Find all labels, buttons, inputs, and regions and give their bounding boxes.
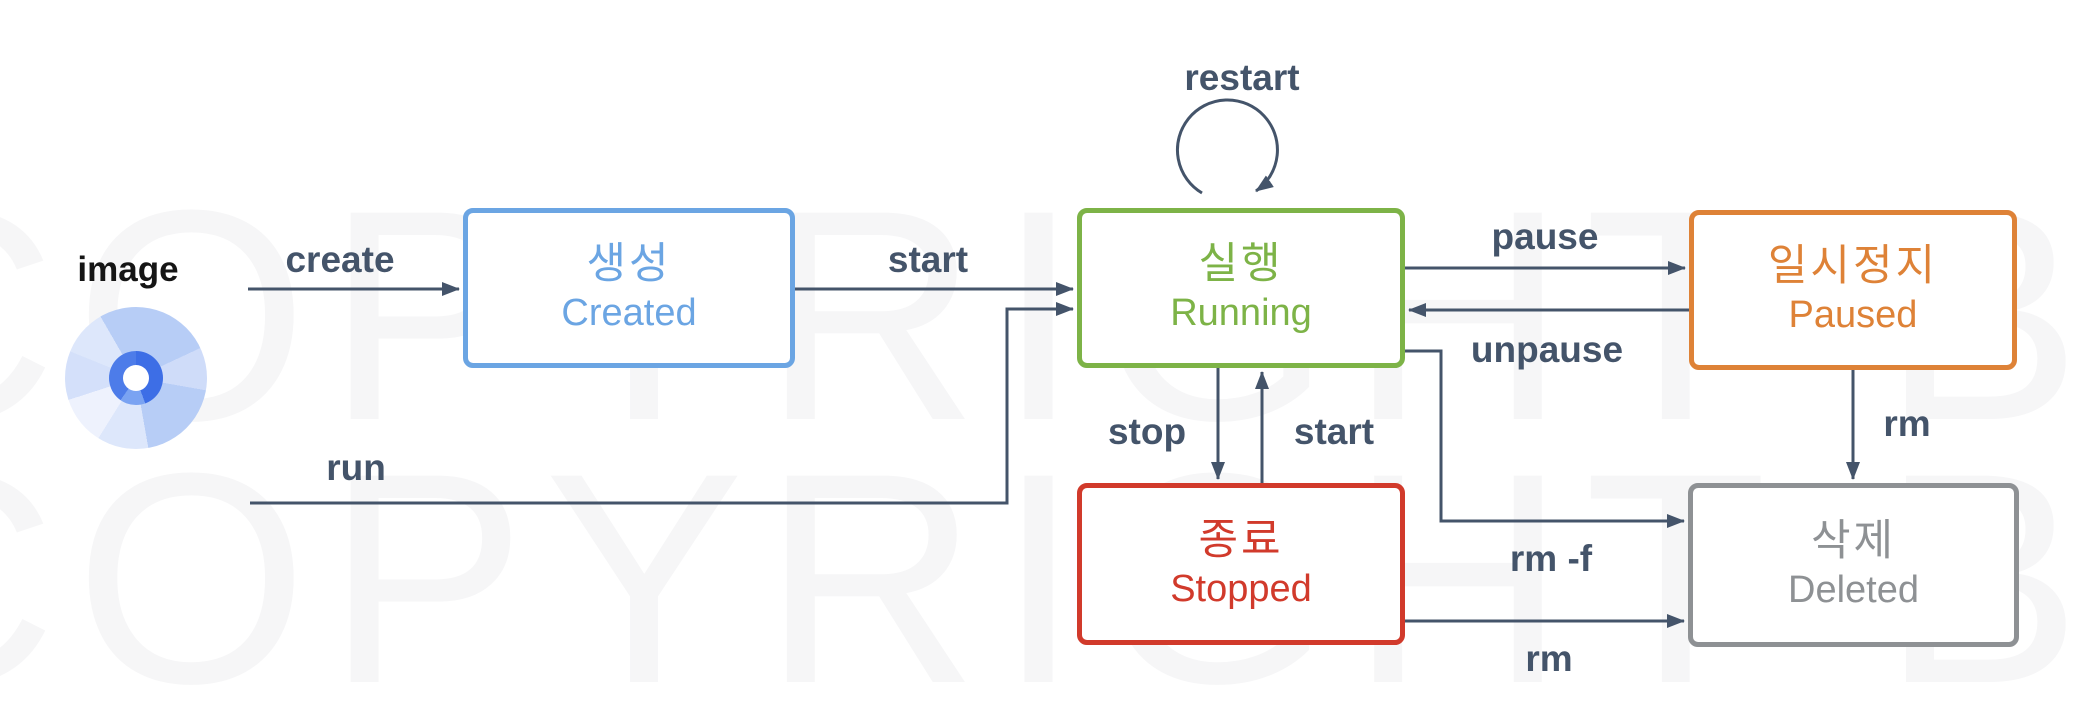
transition-label-stop: stop — [1107, 411, 1187, 452]
state-box-paused: 일시정지 Paused — [1689, 210, 2017, 370]
edge-restart-loop — [1175, 98, 1279, 195]
state-name-english: Created — [561, 291, 697, 334]
state-name-english: Deleted — [1788, 568, 1919, 611]
state-name-korean: 일시정지 — [1767, 242, 1939, 291]
state-name-english: Stopped — [1170, 567, 1312, 610]
image-label: image — [77, 250, 179, 289]
state-name-korean: 실행 — [1198, 240, 1284, 289]
edge-rm-force — [1405, 349, 1685, 528]
transition-label-unpause: unpause — [1470, 329, 1624, 370]
transition-label-create: create — [285, 239, 395, 280]
transition-label-restart: restart — [1184, 57, 1300, 98]
disk-hole — [123, 365, 149, 391]
state-box-running: 실행 Running — [1077, 208, 1405, 368]
transition-label-rm-force: rm -f — [1509, 538, 1593, 579]
state-box-created: 생성 Created — [463, 208, 795, 368]
state-box-stopped: 종료 Stopped — [1077, 483, 1405, 645]
transition-label-rm-paused: rm — [1883, 403, 1931, 444]
transition-label-run: run — [326, 447, 386, 488]
state-name-english: Paused — [1788, 293, 1918, 336]
edge-run — [250, 302, 1074, 505]
state-name-english: Running — [1170, 291, 1312, 334]
state-name-korean: 생성 — [586, 240, 672, 289]
transition-label-pause: pause — [1491, 216, 1599, 257]
state-name-korean: 종료 — [1198, 516, 1284, 565]
disk-ring — [109, 351, 163, 405]
state-box-deleted: 삭제 Deleted — [1688, 483, 2019, 647]
transition-label-start-bottom: start — [1293, 411, 1375, 452]
state-name-korean: 삭제 — [1810, 517, 1897, 566]
disk-image-icon — [65, 307, 207, 449]
transition-label-rm-stopped: rm — [1525, 638, 1573, 679]
transition-label-start-top: start — [887, 239, 969, 280]
